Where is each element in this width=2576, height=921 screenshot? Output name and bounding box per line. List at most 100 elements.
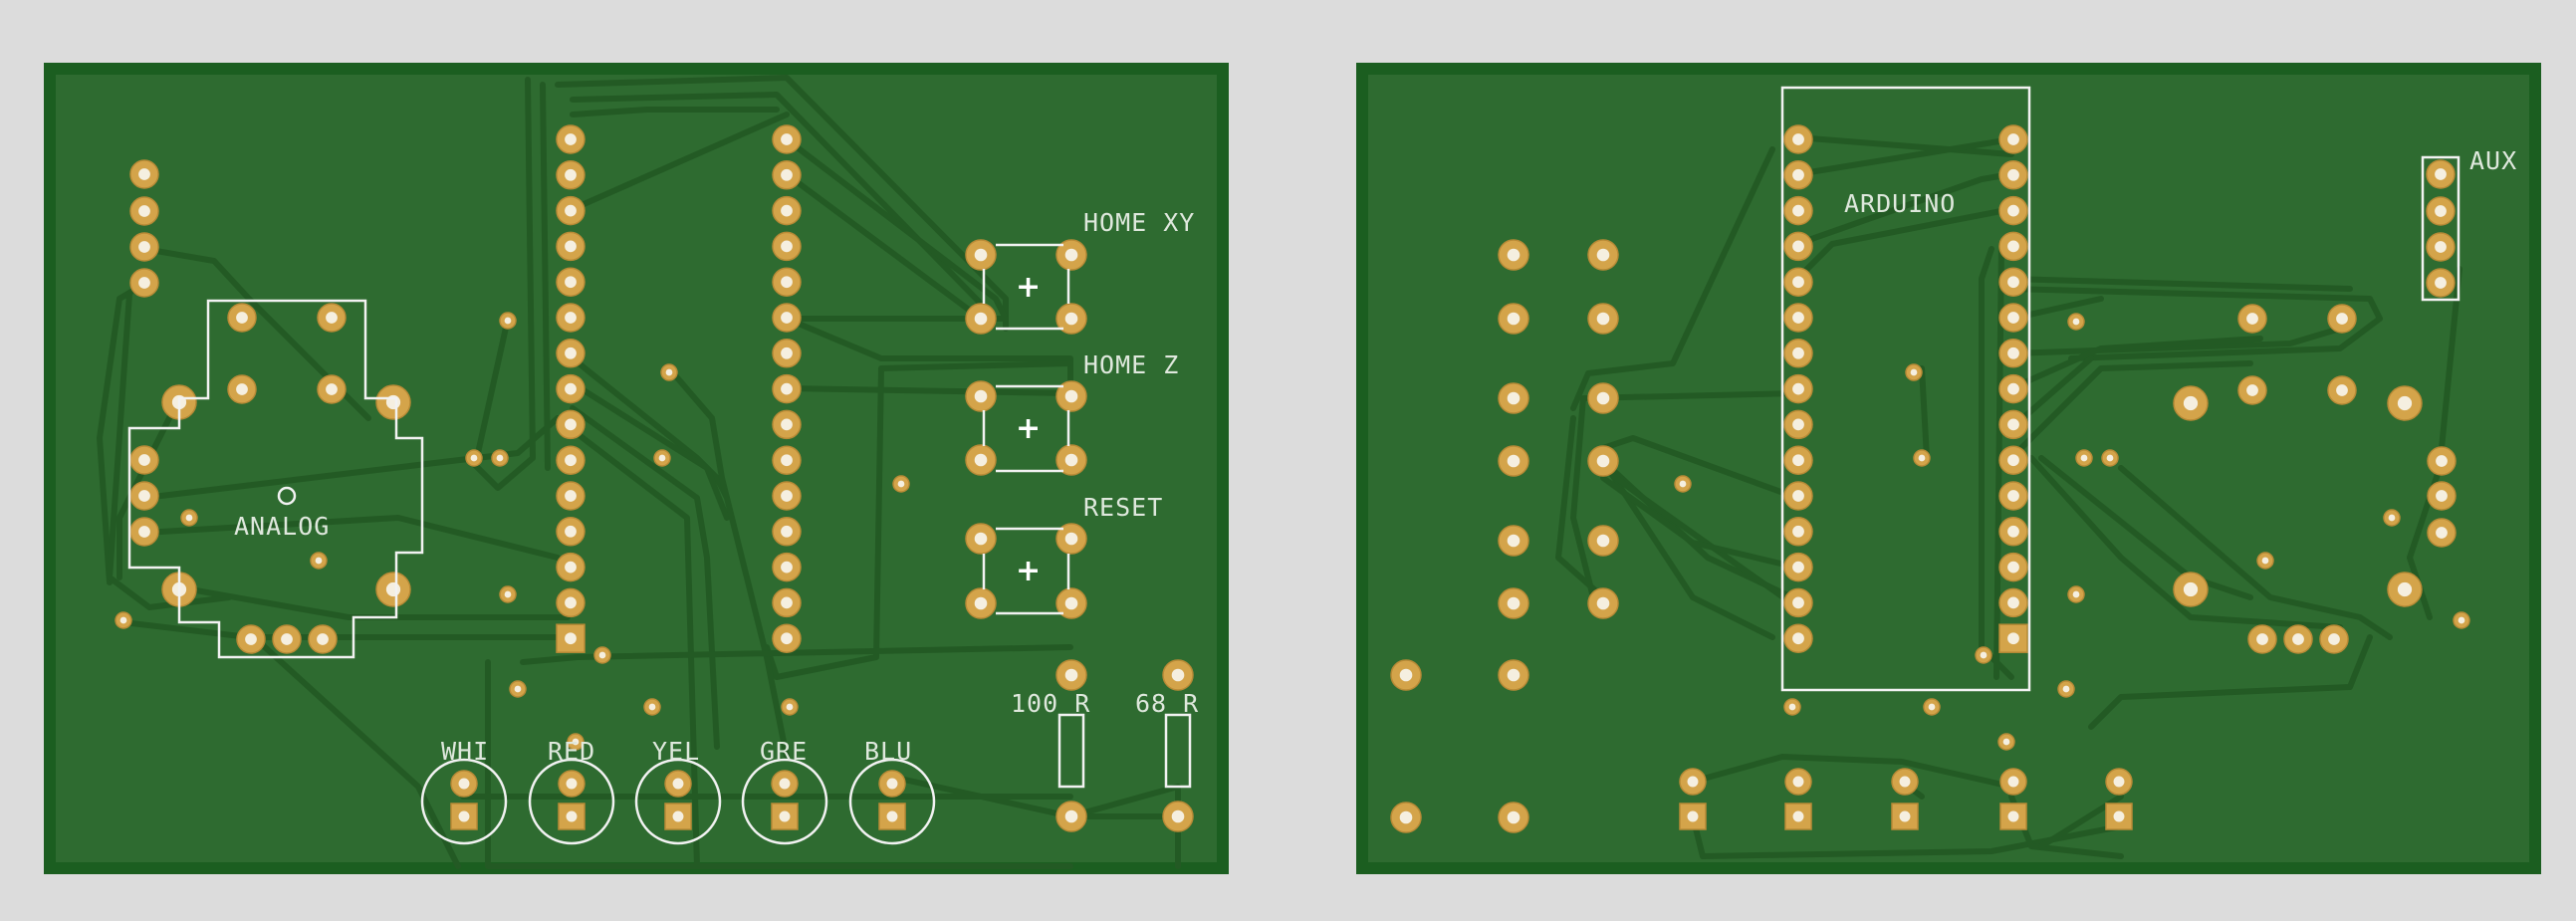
arduino-pad <box>1998 623 2028 653</box>
arduino-pad <box>1998 587 2028 618</box>
arduino-pad <box>1783 195 1813 226</box>
bottom-pad <box>1498 659 1529 691</box>
analog-label: ANALOG <box>234 512 330 541</box>
button-pad <box>965 303 997 335</box>
bottom-pad <box>1498 445 1529 477</box>
via <box>2057 680 2075 698</box>
joystick-pad <box>129 517 159 547</box>
mount-pad <box>2387 385 2423 421</box>
bottom-pad <box>1587 239 1619 271</box>
button-pad <box>965 380 997 412</box>
via <box>509 680 527 698</box>
bottom-pad <box>1587 525 1619 557</box>
aux-header-outline <box>2421 155 2460 302</box>
arduino-pad <box>1998 231 2028 262</box>
bottom-pad <box>2427 481 2457 511</box>
joystick-pad <box>308 624 338 654</box>
bottom-pad <box>1587 382 1619 414</box>
bottom-pad <box>1390 802 1422 833</box>
arduino-socket-pad <box>556 160 585 190</box>
via <box>2067 585 2085 603</box>
via <box>2101 449 2119 467</box>
led-pad <box>450 803 478 830</box>
arduino-pad <box>1783 303 1813 333</box>
arduino-socket-pad <box>556 623 585 653</box>
arduino-socket-pad <box>772 339 802 368</box>
led-blu-outline <box>848 758 936 845</box>
bottom-pad <box>1498 303 1529 335</box>
bottom-pad <box>2327 375 2357 405</box>
board-bottom: ARDUINO AUX <box>1356 63 2541 874</box>
mount-pad <box>2173 385 2209 421</box>
via <box>2453 611 2470 629</box>
joystick-pad <box>227 303 257 333</box>
arduino-socket-pad <box>772 195 802 226</box>
led-pad <box>664 803 692 830</box>
arduino-socket-pad <box>556 552 585 582</box>
home-z-label: HOME Z <box>1083 350 1179 379</box>
arduino-socket-pad <box>556 303 585 333</box>
bottom-pad <box>2237 304 2267 334</box>
button-pad <box>965 239 997 271</box>
arduino-socket-pad <box>556 267 585 297</box>
reset-label: RESET <box>1083 493 1163 522</box>
via <box>499 312 517 330</box>
bottom-pad <box>2427 518 2457 548</box>
via <box>180 509 198 527</box>
button-reset: + <box>982 527 1070 615</box>
arduino-socket-pad <box>772 409 802 440</box>
via <box>2256 552 2274 570</box>
arduino-pad <box>1998 303 2028 333</box>
aux-label: AUX <box>2469 146 2517 175</box>
button-pad <box>965 587 997 619</box>
connector-pad <box>1891 768 1919 796</box>
connector-pad <box>2105 768 2133 796</box>
bottom-silkscreen: ARDUINO AUX <box>1780 86 2517 692</box>
arduino-socket-pad <box>556 481 585 511</box>
joystick-mount-pad <box>375 384 411 420</box>
via <box>2067 313 2085 331</box>
joystick-mount-pad <box>375 572 411 607</box>
arduino-label: ARDUINO <box>1844 189 1956 218</box>
via <box>1975 646 1992 664</box>
bottom-pad <box>1498 525 1529 557</box>
arduino-pad <box>1998 160 2028 190</box>
arduino-socket-pad <box>556 339 585 368</box>
led-pad <box>771 803 799 830</box>
led-blu-label: BLU <box>864 737 912 766</box>
arduino-socket-pad <box>772 552 802 582</box>
arduino-pad <box>1783 481 1813 511</box>
via <box>115 611 132 629</box>
arduino-pad <box>1998 517 2028 547</box>
arduino-socket-pad <box>772 623 802 653</box>
button-home-z-symbol: + <box>1016 411 1041 446</box>
arduino-socket-pad <box>772 267 802 297</box>
arduino-socket-pad <box>772 160 802 190</box>
via <box>491 449 509 467</box>
via <box>660 363 678 381</box>
button-pad <box>1055 523 1087 555</box>
aux-pad <box>2426 196 2456 226</box>
led-pad <box>558 770 585 798</box>
led-pad <box>558 803 585 830</box>
arduino-pad <box>1998 339 2028 368</box>
header-pad <box>129 196 159 226</box>
arduino-socket-pad <box>556 195 585 226</box>
via <box>643 698 661 716</box>
arduino-socket-pad <box>772 373 802 404</box>
led-whi-outline <box>420 758 508 845</box>
led-yel-label: YEL <box>652 737 700 766</box>
bottom-pad <box>2237 375 2267 405</box>
led-yel-outline <box>634 758 722 845</box>
joystick-pad <box>236 624 266 654</box>
connector-pad <box>1999 803 2027 830</box>
via <box>465 449 483 467</box>
bottom-pad <box>1498 382 1529 414</box>
led-whi-label: WHI <box>441 737 489 766</box>
led-gre-label: GRE <box>760 737 808 766</box>
arduino-pad <box>1998 195 2028 226</box>
via <box>1905 363 1923 381</box>
led-red-label: RED <box>548 737 595 766</box>
button-pad <box>965 523 997 555</box>
